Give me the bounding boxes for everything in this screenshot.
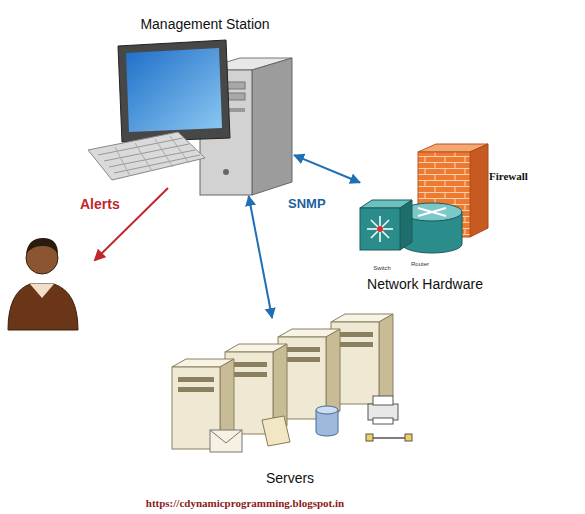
envelope-icon bbox=[210, 430, 242, 443]
server-rack bbox=[337, 342, 373, 347]
node-label: Switch bbox=[364, 265, 400, 272]
server-rack bbox=[326, 329, 340, 419]
switch-icon bbox=[360, 200, 412, 250]
keyboard bbox=[98, 138, 200, 173]
snmp-connector bbox=[294, 155, 360, 182]
envelope-icon bbox=[210, 430, 242, 452]
person-icon bbox=[30, 284, 54, 298]
computer-tower bbox=[223, 169, 229, 175]
switch-icon bbox=[367, 216, 393, 242]
node-label: Management Station bbox=[118, 16, 292, 32]
alert-label: Alerts bbox=[80, 196, 140, 212]
person-icon bbox=[8, 284, 78, 330]
database-icon bbox=[316, 406, 338, 436]
router-node: Router bbox=[402, 198, 464, 272]
person-icon bbox=[8, 238, 78, 330]
keyboard bbox=[115, 136, 189, 176]
server-rack bbox=[178, 387, 214, 392]
server-rack bbox=[178, 377, 214, 382]
keyboard bbox=[88, 132, 205, 180]
network-link bbox=[405, 434, 412, 441]
network-link bbox=[366, 434, 412, 441]
monitor bbox=[126, 48, 222, 132]
switch-icon bbox=[360, 208, 400, 250]
node-label: Network Hardware bbox=[350, 276, 500, 292]
firewall-node: Firewall bbox=[418, 144, 543, 238]
printer-icon bbox=[368, 396, 398, 424]
watermark-url: https://cdynamicprogramming.blogspot.in bbox=[95, 497, 395, 510]
node-label: Servers bbox=[250, 470, 330, 486]
servers-node: Servers bbox=[165, 318, 420, 490]
person-icon bbox=[26, 238, 58, 254]
protocol-label: SNMP bbox=[288, 197, 338, 212]
network-hardware-group: Network HardwareFirewallSwitchRouter bbox=[360, 145, 545, 295]
document-icon bbox=[262, 416, 290, 446]
switch-icon bbox=[377, 226, 383, 232]
server-rack bbox=[337, 332, 373, 337]
document-icon bbox=[262, 416, 290, 446]
server-rack bbox=[231, 372, 267, 377]
network-link bbox=[366, 434, 373, 441]
computer-tower bbox=[252, 58, 292, 195]
envelope-icon bbox=[210, 430, 242, 452]
node-label: Router bbox=[400, 261, 440, 268]
node-label: Firewall bbox=[489, 170, 543, 183]
server-rack bbox=[284, 347, 320, 352]
snmp-connector bbox=[249, 196, 272, 318]
server-rack bbox=[379, 314, 393, 404]
monitor bbox=[118, 40, 230, 142]
router-icon bbox=[418, 208, 446, 216]
server-rack bbox=[231, 362, 267, 367]
switch-node: Switch bbox=[360, 198, 404, 272]
keyboard bbox=[88, 132, 205, 180]
management-station: Management Station bbox=[88, 14, 294, 196]
server-rack bbox=[284, 357, 320, 362]
switch-icon bbox=[400, 200, 412, 250]
printer-icon bbox=[373, 418, 393, 424]
firewall-icon bbox=[470, 144, 488, 237]
database-icon bbox=[316, 406, 338, 414]
network-link bbox=[368, 437, 410, 439]
printer-icon bbox=[373, 396, 393, 405]
server-rack bbox=[172, 314, 393, 449]
